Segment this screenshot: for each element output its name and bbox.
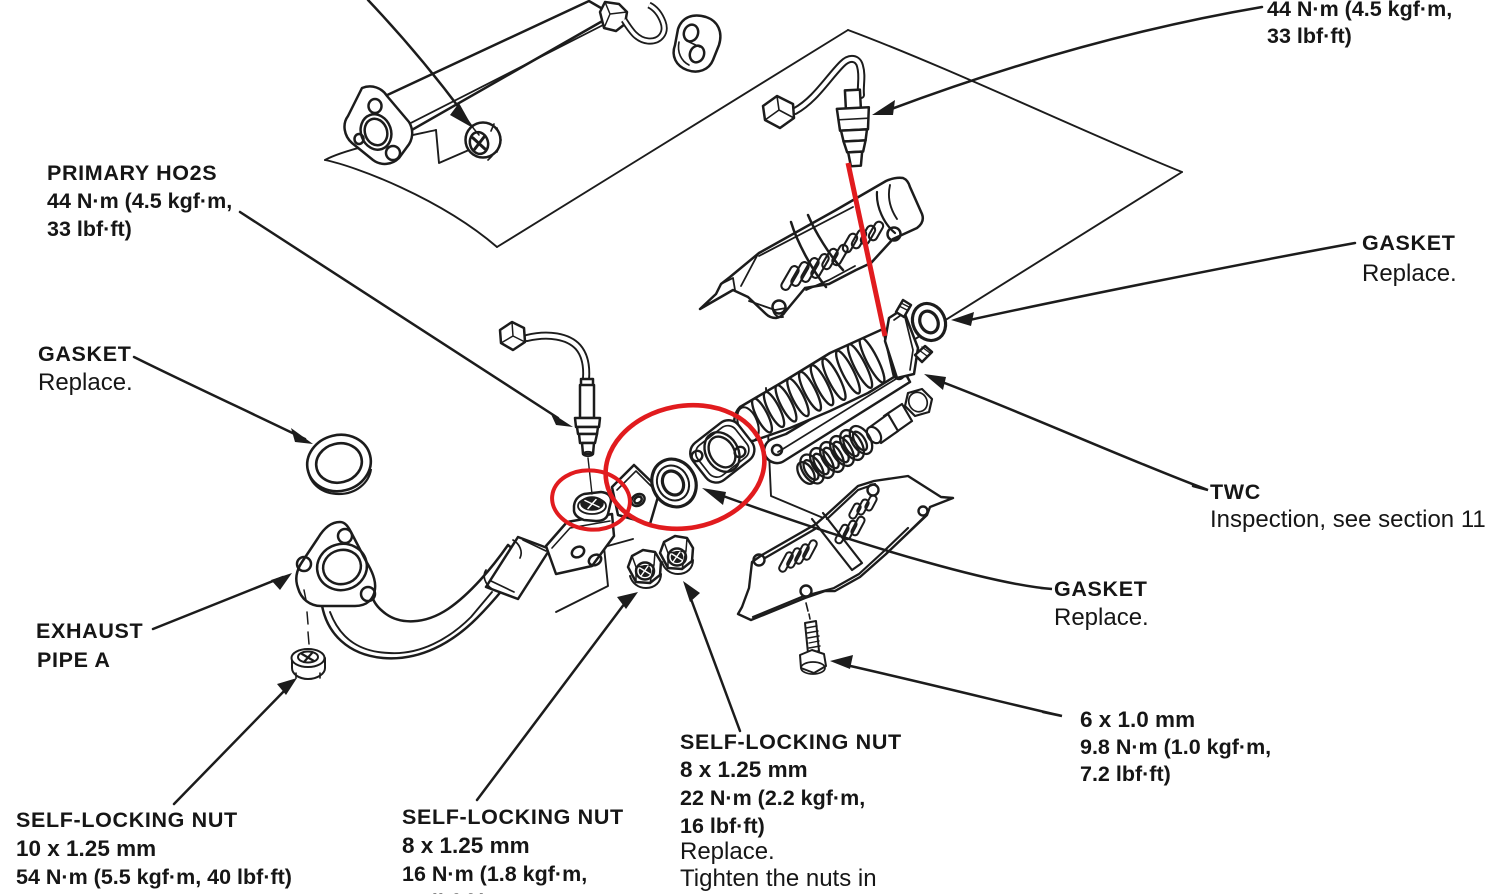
svg-text:Replace.: Replace. [680,838,775,865]
svg-text:8 x 1.25 mm: 8 x 1.25 mm [680,757,808,782]
svg-text:SELF-LOCKING NUT: SELF-LOCKING NUT [16,808,238,832]
svg-text:33 lbf·ft): 33 lbf·ft) [47,217,132,241]
svg-text:16 lbf·ft): 16 lbf·ft) [680,814,765,838]
svg-text:TWC: TWC [1210,480,1261,504]
svg-text:PRIMARY HO2S: PRIMARY HO2S [47,161,217,185]
svg-text:GASKET: GASKET [1362,231,1456,255]
svg-text:9.8 N·m (1.0 kgf·m,: 9.8 N·m (1.0 kgf·m, [1080,735,1271,759]
svg-text:Inspection, see section 11: Inspection, see section 11 [1210,506,1486,533]
svg-text:26 lbf·ft): 26 lbf·ft) [402,890,487,894]
svg-text:GASKET: GASKET [38,342,132,366]
svg-text:Replace.: Replace. [1054,604,1149,631]
svg-text:22 N·m (2.2 kgf·m,: 22 N·m (2.2 kgf·m, [680,786,865,810]
svg-text:EXHAUST: EXHAUST [36,619,143,643]
svg-text:10 x 1.25 mm: 10 x 1.25 mm [16,836,156,861]
svg-text:6 x 1.0 mm: 6 x 1.0 mm [1080,707,1195,732]
svg-text:SELF-LOCKING NUT: SELF-LOCKING NUT [402,805,624,829]
svg-text:54 N·m (5.5 kgf·m, 40 lbf·ft): 54 N·m (5.5 kgf·m, 40 lbf·ft) [16,865,292,889]
svg-text:Replace.: Replace. [1362,260,1457,287]
svg-text:44 N·m (4.5 kgf·m,: 44 N·m (4.5 kgf·m, [47,189,232,213]
svg-text:GASKET: GASKET [1054,577,1148,601]
svg-text:PIPE A: PIPE A [37,648,111,672]
svg-text:44 N·m (4.5 kgf·m,: 44 N·m (4.5 kgf·m, [1267,0,1452,21]
svg-text:16 N·m (1.8 kgf·m,: 16 N·m (1.8 kgf·m, [402,862,587,886]
svg-text:Replace.: Replace. [38,369,133,396]
svg-text:SELF-LOCKING NUT: SELF-LOCKING NUT [680,730,902,754]
svg-text:7.2 lbf·ft): 7.2 lbf·ft) [1080,762,1171,786]
svg-text:Tighten the nuts in: Tighten the nuts in [680,865,877,892]
svg-text:33 lbf·ft): 33 lbf·ft) [1267,24,1352,48]
svg-text:8 x 1.25 mm: 8 x 1.25 mm [402,833,530,858]
